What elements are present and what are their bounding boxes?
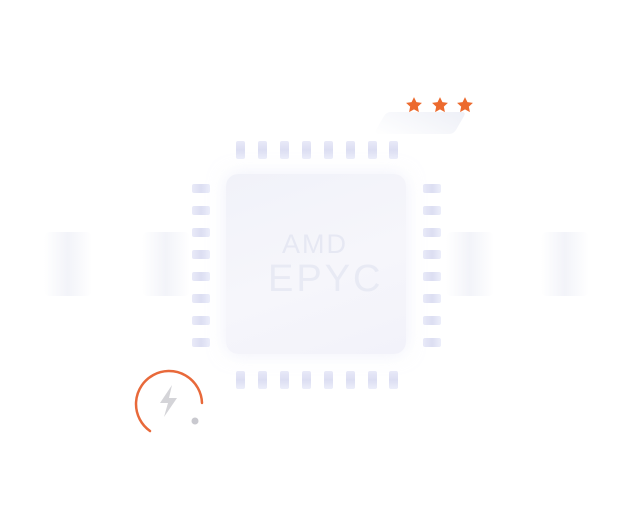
- chip-pin: [389, 371, 398, 389]
- chip-pin: [302, 141, 311, 159]
- chip-pin: [423, 338, 441, 347]
- chip-pin: [324, 141, 333, 159]
- lightning-bolt-icon: [160, 385, 177, 417]
- chip-pin: [192, 184, 210, 193]
- chip-pin: [192, 294, 210, 303]
- left-inner-block: [142, 232, 190, 296]
- chip-pin: [346, 141, 355, 159]
- chip-pin: [368, 141, 377, 159]
- chip-model-label: EPYC: [268, 258, 384, 300]
- chip-pin: [192, 228, 210, 237]
- chip-pin: [302, 371, 311, 389]
- chip-pin: [324, 371, 333, 389]
- star-icon: [457, 97, 473, 113]
- left-outer-block: [44, 232, 92, 296]
- chip-pin: [192, 316, 210, 325]
- chip-pin: [346, 371, 355, 389]
- chip-pin: [423, 206, 441, 215]
- chip-pin: [192, 272, 210, 281]
- star-icon: [432, 97, 448, 113]
- chip-pin: [423, 272, 441, 281]
- gauge-arc: [134, 369, 204, 433]
- right-inner-block: [446, 232, 494, 296]
- chip-pin: [192, 250, 210, 259]
- chip-pin: [236, 141, 245, 159]
- processor-chip: AMD EPYC: [226, 174, 406, 354]
- chip-pin: [423, 184, 441, 193]
- chip-pin: [423, 250, 441, 259]
- right-outer-block: [541, 232, 589, 296]
- chip-pin: [258, 371, 267, 389]
- chip-pin: [368, 371, 377, 389]
- chip-pin: [236, 371, 245, 389]
- chip-pin: [192, 206, 210, 215]
- star-rating: [404, 95, 480, 117]
- chip-pin: [389, 141, 398, 159]
- power-gauge: [134, 369, 204, 433]
- chip-pin: [280, 141, 289, 159]
- gauge-dot: [191, 417, 199, 425]
- chip-pin: [192, 338, 210, 347]
- chip-pin: [280, 371, 289, 389]
- chip-pin: [423, 294, 441, 303]
- chip-pin: [258, 141, 267, 159]
- chip-brand-label: AMD: [282, 229, 348, 259]
- chip-pin: [423, 228, 441, 237]
- chip-pin: [423, 316, 441, 325]
- star-icon: [406, 97, 422, 113]
